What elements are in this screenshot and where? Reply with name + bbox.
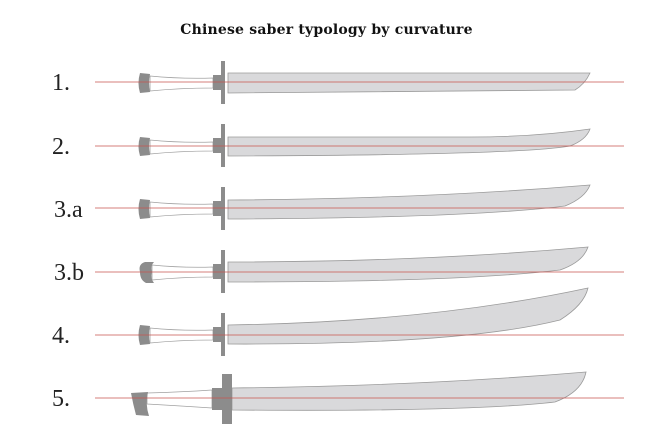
diagram-title: Chinese saber typology by curvature bbox=[180, 22, 473, 38]
saber-2 bbox=[95, 124, 624, 167]
row-label-3a: 3.a bbox=[54, 197, 83, 223]
saber-1 bbox=[95, 61, 624, 104]
row-label-4: 4. bbox=[52, 323, 70, 349]
row-label-2: 2. bbox=[52, 134, 70, 160]
saber-4 bbox=[95, 287, 624, 356]
saber-3a bbox=[95, 184, 624, 230]
saber-3b bbox=[95, 246, 624, 293]
row-label-3b: 3.b bbox=[54, 260, 84, 286]
row-label-5: 5. bbox=[52, 386, 70, 412]
saber-5 bbox=[95, 371, 624, 424]
row-label-1: 1. bbox=[52, 70, 70, 96]
